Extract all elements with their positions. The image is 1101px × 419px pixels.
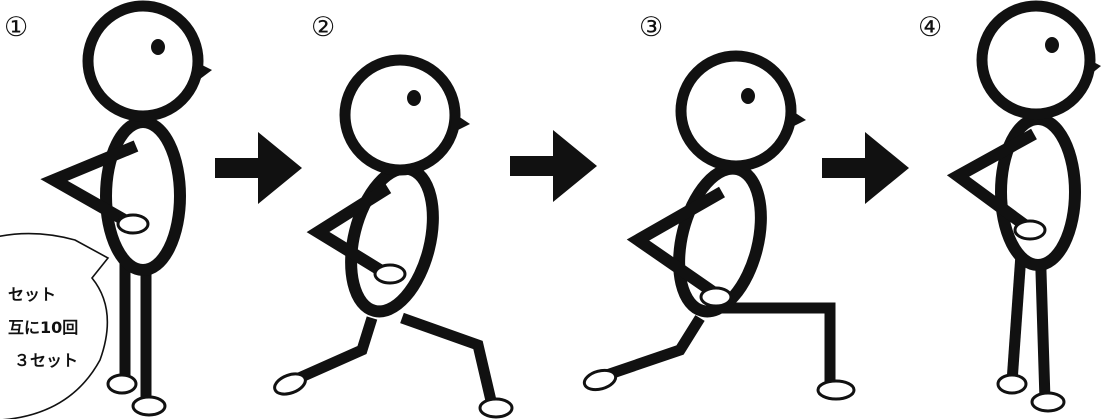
speech-bubble: セット 互に10回 ３セット xyxy=(0,234,108,419)
step-label-1: ① xyxy=(4,12,28,43)
bubble-line-3: ３セット xyxy=(14,351,78,370)
right-arrow-icon xyxy=(215,132,302,204)
step-label-2: ② xyxy=(311,12,335,43)
stick-figure-step-4 xyxy=(958,6,1101,411)
right-arrow-icon xyxy=(822,132,909,204)
bubble-line-1: セット xyxy=(8,285,56,304)
stick-figure-step-2 xyxy=(272,60,512,417)
right-arrow-icon xyxy=(510,130,597,202)
step-label-4: ④ xyxy=(918,12,942,43)
stick-figure-step-3 xyxy=(582,56,854,399)
bubble-line-2: 互に10回 xyxy=(8,318,78,337)
step-label-3: ③ xyxy=(639,12,663,43)
